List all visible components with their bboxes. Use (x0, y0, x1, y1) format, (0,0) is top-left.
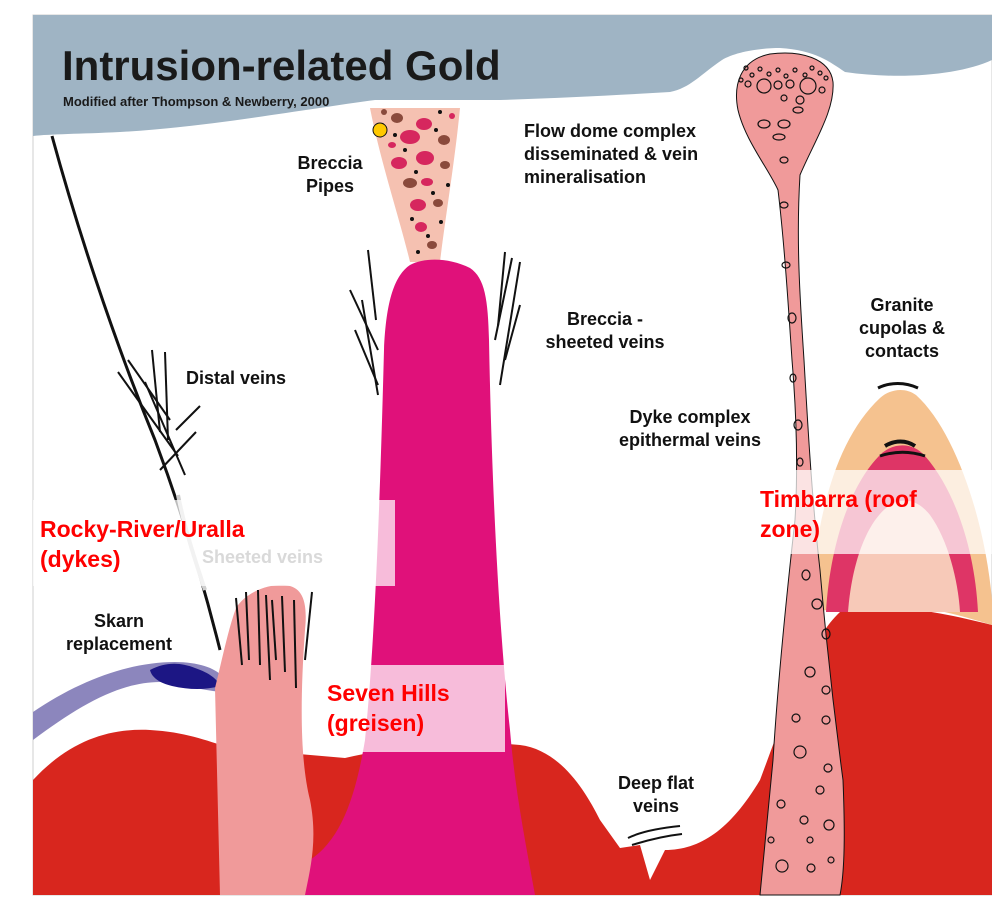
greisen-dyke (215, 585, 313, 895)
rocky-river-label: Rocky-River/Uralla (dykes) (40, 514, 245, 574)
timbarra-label: Timbarra (roof zone) (760, 484, 917, 544)
rocky-river-line-1: Rocky-River/Uralla (40, 514, 245, 544)
granite-cupolas-label: Granite cupolas & contacts (842, 294, 962, 363)
seven-hills-line-1: Seven Hills (327, 678, 450, 708)
dyke-complex-line-2: epithermal veins (604, 429, 776, 452)
timbarra-line-1: Timbarra (roof (760, 484, 917, 514)
breccia-pipes-label: Breccia Pipes (282, 152, 378, 198)
granite-cupolas-line-3: contacts (842, 340, 962, 363)
deep-flat-line-2: veins (608, 795, 704, 818)
deep-flat-line-1: Deep flat (608, 772, 704, 795)
breccia-sheeted-label: Breccia - sheeted veins (530, 308, 680, 354)
skarn-line-1: Skarn (54, 610, 184, 633)
seven-hills-line-2: (greisen) (327, 708, 450, 738)
seven-hills-label: Seven Hills (greisen) (327, 678, 450, 738)
deep-flat-label: Deep flat veins (608, 772, 704, 818)
flow-dome-line-3: mineralisation (524, 166, 698, 189)
diagram-subtitle: Modified after Thompson & Newberry, 2000 (63, 94, 329, 109)
flow-dome-line-1: Flow dome complex (524, 120, 698, 143)
distal-veins-label: Distal veins (186, 367, 286, 390)
skarn-line-2: replacement (54, 633, 184, 656)
dyke-complex-label: Dyke complex epithermal veins (604, 406, 776, 452)
timbarra-line-2: zone) (760, 514, 917, 544)
distal-veins-text: Distal veins (186, 367, 286, 390)
dyke-complex-line-1: Dyke complex (604, 406, 776, 429)
breccia-sheeted-line-1: Breccia - (530, 308, 680, 331)
flow-dome-label: Flow dome complex disseminated & vein mi… (524, 120, 698, 189)
granite-cupolas-line-1: Granite (842, 294, 962, 317)
rocky-river-line-2: (dykes) (40, 544, 245, 574)
granite-cupolas-line-2: cupolas & (842, 317, 962, 340)
flow-dome-line-2: disseminated & vein (524, 143, 698, 166)
breccia-sheeted-line-2: sheeted veins (530, 331, 680, 354)
breccia-pipes-line-2: Pipes (282, 175, 378, 198)
diagram-title: Intrusion-related Gold (62, 42, 501, 90)
breccia-pipes-line-1: Breccia (282, 152, 378, 175)
skarn-label: Skarn replacement (54, 610, 184, 656)
